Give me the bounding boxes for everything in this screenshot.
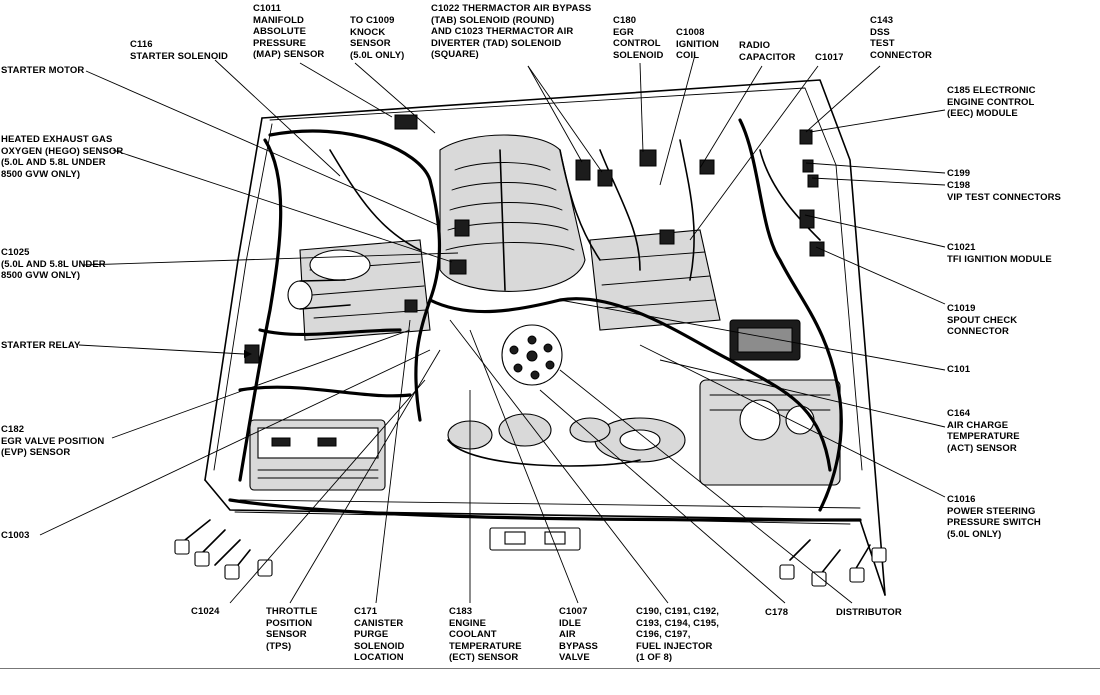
- label-c178: C178: [765, 607, 789, 618]
- label-c1021: C1021 TFI IGNITION MODULE: [947, 242, 1052, 265]
- leader-c1022-a: [527, 65, 583, 163]
- label-radio-capacitor: RADIO CAPACITOR: [739, 40, 796, 63]
- label-c1025: C1025 (5.0L AND 5.8L UNDER 8500 GVW ONLY…: [1, 247, 106, 282]
- label-c116: C116 STARTER SOLENOID: [130, 39, 229, 62]
- leader-hego: [112, 149, 453, 263]
- label-c180: C180 EGR CONTROL SOLENOID: [613, 15, 664, 61]
- label-c1024: C1024: [191, 606, 220, 617]
- leader-c1009: [354, 62, 436, 134]
- leader-tps: [289, 349, 441, 604]
- leader-c190: [449, 319, 669, 604]
- leader-radio-capacitor: [699, 65, 763, 169]
- pulley-center: [498, 413, 552, 447]
- leader-c116: [214, 59, 341, 177]
- leader-c143: [805, 65, 881, 133]
- leader-c1008: [659, 54, 696, 186]
- right-fender-outline: [261, 79, 886, 596]
- right-harness: [738, 118, 843, 512]
- leader-c1022-b: [527, 65, 603, 173]
- front-harness: [228, 498, 862, 522]
- leader-c1019: [815, 246, 946, 305]
- leader-starter-relay: [78, 344, 245, 355]
- leader-c1025: [82, 252, 459, 266]
- label-c143: C143 DSS TEST CONNECTOR: [870, 15, 932, 61]
- label-c164: C164 AIR CHARGE TEMPERATURE (ACT) SENSOR: [947, 408, 1020, 454]
- label-c199: C199: [947, 168, 971, 179]
- leader-c185: [809, 109, 946, 133]
- left-harness: [238, 138, 283, 482]
- tab-solenoid: [575, 159, 591, 181]
- leader-c1024: [229, 379, 426, 604]
- label-tps: THROTTLE POSITION SENSOR (TPS): [266, 606, 318, 652]
- map-sensor: [394, 114, 418, 130]
- label-hego: HEATED EXHAUST GAS OXYGEN (HEGO) SENSOR …: [1, 134, 124, 180]
- label-c1003: C1003: [1, 530, 30, 541]
- label-c1022: C1022 THERMACTOR AIR BYPASS (TAB) SOLENO…: [431, 3, 592, 61]
- cross-harness: [428, 297, 832, 472]
- upper-intake-plenum: [439, 134, 586, 292]
- leader-c178: [539, 389, 786, 604]
- leader-c1017: [689, 65, 819, 241]
- label-starter-motor: STARTER MOTOR: [1, 65, 85, 76]
- leader-c1003: [39, 349, 431, 536]
- leader-c180: [639, 62, 644, 153]
- label-c1011: C1011 MANIFOLD ABSOLUTE PRESSURE (MAP) S…: [253, 3, 325, 61]
- label-c101: C101: [947, 364, 971, 375]
- leader-c199: [805, 162, 946, 174]
- leader-c1016: [639, 344, 946, 498]
- leader-distributor: [559, 369, 853, 604]
- label-c1019: C1019 SPOUT CHECK CONNECTOR: [947, 303, 1018, 338]
- label-c183: C183 ENGINE COOLANT TEMPERATURE (ECT) SE…: [449, 606, 522, 664]
- label-c198: C198 VIP TEST CONNECTORS: [947, 180, 1061, 203]
- leader-c1007: [469, 329, 579, 604]
- label-c1017: C1017: [815, 52, 844, 63]
- label-c1007: C1007 IDLE AIR BYPASS VALVE: [559, 606, 598, 664]
- leader-c1011: [299, 62, 393, 118]
- label-c171: C171 CANISTER PURGE SOLENOID LOCATION: [354, 606, 405, 664]
- label-c1009: TO C1009 KNOCK SENSOR (5.0L ONLY): [350, 15, 405, 61]
- label-distributor: DISTRIBUTOR: [836, 607, 902, 618]
- leader-c1021: [804, 214, 946, 248]
- leader-c182: [111, 329, 411, 439]
- label-c190: C190, C191, C192, C193, C194, C195, C196…: [636, 606, 720, 664]
- leader-c198: [811, 177, 946, 186]
- page-bottom-rule: [0, 668, 1100, 669]
- center-harness: [268, 129, 442, 422]
- leader-starter-motor: [85, 70, 441, 227]
- leader-c101: [559, 299, 946, 371]
- leader-c164: [659, 359, 946, 428]
- label-c1016: C1016 POWER STEERING PRESSURE SWITCH (5.…: [947, 494, 1041, 540]
- label-c182: C182 EGR VALVE POSITION (EVP) SENSOR: [1, 424, 105, 459]
- label-starter-relay: STARTER RELAY: [1, 340, 81, 351]
- leader-c171: [375, 319, 411, 604]
- label-c185: C185 ELECTRONIC ENGINE CONTROL (EEC) MOD…: [947, 85, 1036, 120]
- label-c1008: C1008 IGNITION COIL: [676, 27, 720, 62]
